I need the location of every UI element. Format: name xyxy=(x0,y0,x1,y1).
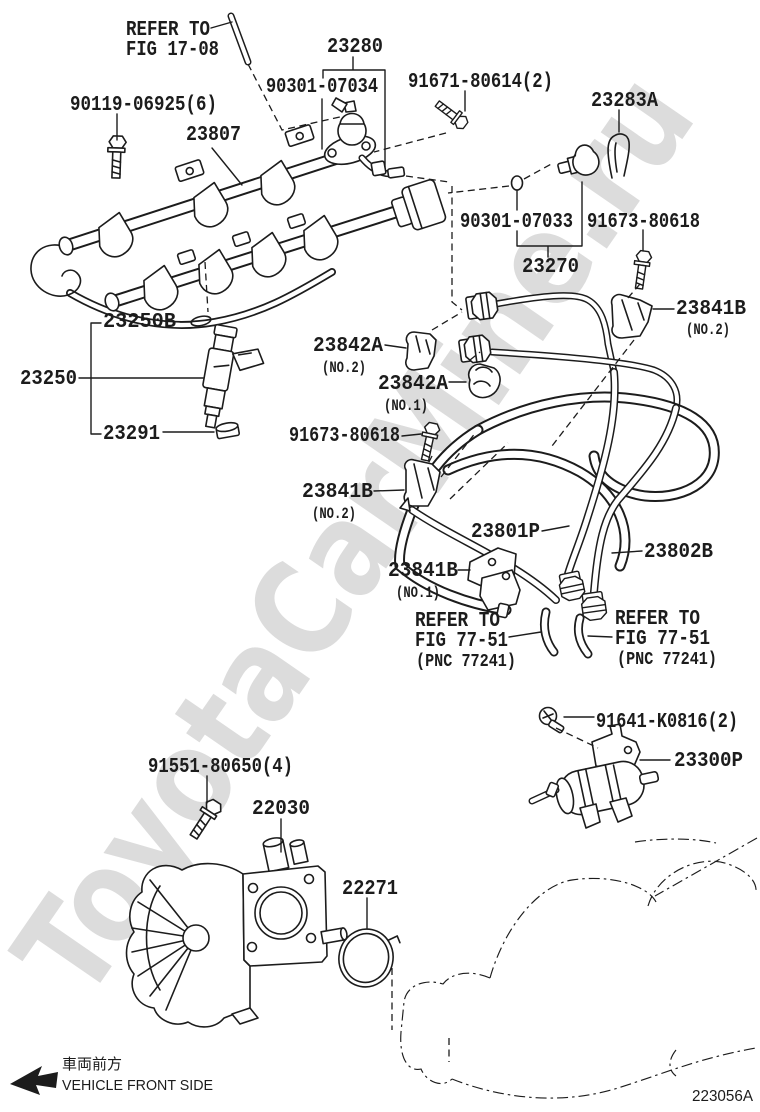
callout-23842a-no2: 23842A xyxy=(313,335,383,358)
callout-23841b-no1-sub: (NO.1) xyxy=(396,584,440,602)
callout-23801p: 23801P xyxy=(471,521,540,544)
note-refer-77-51-left-line3: (PNC 77241) xyxy=(416,652,516,672)
fuel-filter-23300p xyxy=(528,723,660,829)
callout-23250: 23250 xyxy=(20,368,77,391)
fuel-rail-assembly xyxy=(30,123,447,329)
vehicle-front-arrow-icon xyxy=(10,1066,58,1095)
callout-23841b-left-sub: (NO.2) xyxy=(312,505,356,523)
note-refer-17-08-line1: REFER TO xyxy=(126,19,210,42)
pulsation-damper-23270 xyxy=(557,144,600,176)
vehicle-front-label-en: VEHICLE FRONT SIDE xyxy=(62,1077,213,1094)
callout-91673-mid: 91673-80618 xyxy=(289,425,400,448)
throttle-body-22030 xyxy=(125,837,348,1028)
callout-23841b-left: 23841B xyxy=(302,481,373,504)
callout-23842a-no1: 23842A xyxy=(378,373,448,396)
injector-grommet xyxy=(215,421,241,440)
bolt-90119 xyxy=(106,134,128,180)
callout-23283a: 23283A xyxy=(591,90,658,113)
callout-90301-07033: 90301-07033 xyxy=(460,211,573,234)
callout-23250b: 23250B xyxy=(103,311,176,334)
diagram-code: 223056A xyxy=(692,1088,753,1105)
injector-top-oring xyxy=(190,315,212,327)
callout-90119: 90119-06925(6) xyxy=(70,94,217,117)
callout-91673-upper: 91673-80618 xyxy=(587,211,700,234)
note-refer-77-51-left-line1: REFER TO xyxy=(415,610,500,633)
callout-23842a-no2-sub: (NO.2) xyxy=(322,359,366,377)
note-refer-77-51-right-line3: (PNC 77241) xyxy=(617,650,717,670)
dashed-leaders xyxy=(204,63,641,1030)
clamp-23842a-no1 xyxy=(467,363,501,399)
note-refer-77-51-right-line1: REFER TO xyxy=(615,608,700,631)
intake-manifold-phantom xyxy=(400,837,758,1099)
gasket-22271 xyxy=(338,928,401,988)
clamp-23842a-no2 xyxy=(405,331,437,371)
feed-tube-refer-17-08 xyxy=(227,12,252,66)
callout-91641: 91641-K0816(2) xyxy=(596,711,738,734)
callout-91551: 91551-80650(4) xyxy=(148,756,293,779)
callout-23841b-right-sub: (NO.2) xyxy=(686,321,730,339)
callout-23807: 23807 xyxy=(186,124,241,147)
callout-23841b-right: 23841B xyxy=(676,298,746,321)
watermark-text: ToyotaCarMine.ru xyxy=(0,47,724,1022)
bracket-23841b-right xyxy=(610,293,653,339)
note-refer-17-08-line2: FIG 17-08 xyxy=(126,39,219,62)
solid-leaders xyxy=(78,21,675,929)
note-refer-77-51-left-line2: FIG 77-51 xyxy=(415,630,508,653)
callout-labels: REFER TO FIG 17-08 90119-06925(6) 23807 … xyxy=(20,19,746,901)
clip-23283a xyxy=(607,133,630,179)
bracket-23841b-left xyxy=(399,458,441,512)
pressure-regulator-assembly xyxy=(323,97,406,179)
fuel-injector xyxy=(190,315,265,440)
callout-23842a-no1-sub: (NO.1) xyxy=(384,397,428,415)
callout-23280: 23280 xyxy=(327,36,383,59)
callout-23300p: 23300P xyxy=(674,750,743,773)
callout-90301-07034: 90301-07034 xyxy=(266,76,378,99)
banjo-bolt-91641 xyxy=(538,706,565,734)
callout-23291: 23291 xyxy=(103,423,160,446)
note-refer-77-51-right-line2: FIG 77-51 xyxy=(615,628,710,651)
callout-23802b: 23802B xyxy=(644,541,713,564)
callout-91671: 91671-80614(2) xyxy=(408,71,553,94)
rail-end-damper-housing xyxy=(390,179,447,231)
vehicle-front-label-jp: 車両前方 xyxy=(62,1056,122,1073)
fuel-hose-assembly xyxy=(394,290,720,659)
callout-22271: 22271 xyxy=(342,878,398,901)
callout-23270: 23270 xyxy=(522,256,579,279)
callout-23841b-no1: 23841B xyxy=(388,560,458,583)
valve-23841b-no1 xyxy=(467,547,521,619)
callout-22030: 22030 xyxy=(252,798,310,821)
